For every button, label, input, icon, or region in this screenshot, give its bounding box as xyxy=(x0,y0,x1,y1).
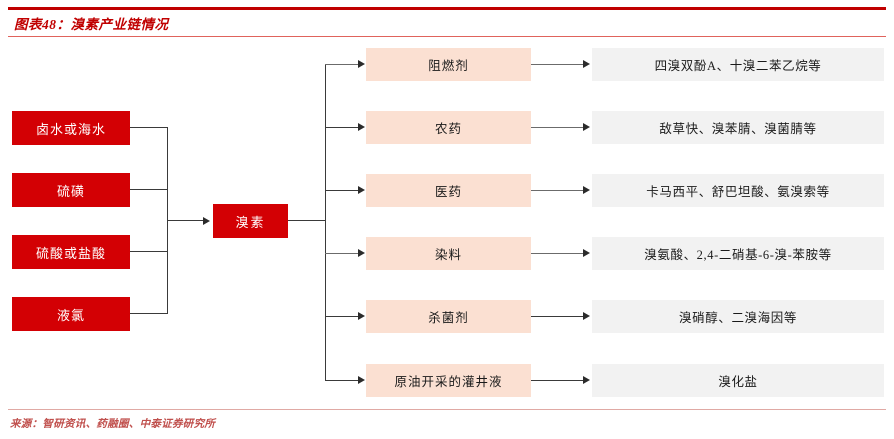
header-rule-bottom xyxy=(8,36,886,37)
arrow-app-5-icon xyxy=(358,312,365,320)
connector-product-5 xyxy=(531,316,585,318)
hub-box: 溴素 xyxy=(213,204,288,238)
product-label-4: 溴氨酸、2,4-二硝基-6-溴-苯胺等 xyxy=(644,248,832,262)
product-box-2: 敌草快、溴苯腈、溴菌腈等 xyxy=(592,111,884,144)
input-box-3: 硫酸或盐酸 xyxy=(12,235,130,269)
application-label-3: 医药 xyxy=(434,185,462,199)
product-label-2: 敌草快、溴苯腈、溴菌腈等 xyxy=(659,122,817,136)
connector-input-2 xyxy=(130,189,168,191)
input-label-1: 卤水或海水 xyxy=(35,121,106,137)
input-label-2: 硫磺 xyxy=(56,183,85,199)
product-box-4: 溴氨酸、2,4-二硝基-6-溴-苯胺等 xyxy=(592,237,884,270)
arrow-product-3-icon xyxy=(583,186,590,194)
arrow-product-6-icon xyxy=(583,376,590,384)
application-label-2: 农药 xyxy=(434,122,462,136)
connector-app-6 xyxy=(325,380,360,382)
connector-product-4 xyxy=(531,253,585,255)
source-note: 来源：智研资讯、药融圈、中泰证券研究所 xyxy=(10,419,216,430)
product-box-5: 溴硝醇、二溴海因等 xyxy=(592,300,884,333)
connector-product-3 xyxy=(531,190,585,192)
application-label-6: 原油开采的灌井液 xyxy=(394,375,503,389)
connector-product-1 xyxy=(531,64,585,66)
connector-hub-to-fan xyxy=(288,220,326,222)
connector-input-4 xyxy=(130,313,168,315)
arrow-product-5-icon xyxy=(583,312,590,320)
arrow-product-2-icon xyxy=(583,123,590,131)
connector-app-4 xyxy=(325,253,360,255)
application-box-5: 杀菌剂 xyxy=(366,300,531,333)
product-box-3: 卡马西平、舒巴坦酸、氨溴索等 xyxy=(592,174,884,207)
connector-input-3 xyxy=(130,251,168,253)
arrow-product-1-icon xyxy=(583,60,590,68)
application-box-6: 原油开采的灌井液 xyxy=(366,364,531,397)
input-box-1: 卤水或海水 xyxy=(12,111,130,145)
connector-app-5 xyxy=(325,316,360,318)
hub-label: 溴素 xyxy=(235,214,266,230)
application-box-4: 染料 xyxy=(366,237,531,270)
arrow-to-hub-icon xyxy=(203,216,210,225)
connector-product-6 xyxy=(531,380,585,382)
product-label-1: 四溴双酚A、十溴二苯乙烷等 xyxy=(654,59,822,73)
header-rule-top xyxy=(8,7,886,10)
connector-app-2 xyxy=(325,127,360,129)
application-box-3: 医药 xyxy=(366,174,531,207)
arrow-app-4-icon xyxy=(358,249,365,257)
arrow-app-3-icon xyxy=(358,186,365,194)
input-box-2: 硫磺 xyxy=(12,173,130,207)
connector-product-2 xyxy=(531,127,585,129)
application-box-2: 农药 xyxy=(366,111,531,144)
arrow-product-4-icon xyxy=(583,249,590,257)
connector-fan-trunk xyxy=(325,64,327,380)
connector-app-1 xyxy=(325,64,360,66)
input-label-4: 液氯 xyxy=(56,307,85,323)
connector-app-3 xyxy=(325,190,360,192)
application-label-4: 染料 xyxy=(434,248,462,262)
arrow-app-2-icon xyxy=(358,123,365,131)
arrow-app-6-icon xyxy=(358,376,365,384)
input-label-3: 硫酸或盐酸 xyxy=(35,245,106,261)
connector-trunk-to-hub xyxy=(167,220,205,222)
product-label-5: 溴硝醇、二溴海因等 xyxy=(679,311,797,325)
product-label-6: 溴化盐 xyxy=(718,375,758,389)
application-label-1: 阻燃剂 xyxy=(428,59,469,73)
product-box-6: 溴化盐 xyxy=(592,364,884,397)
application-label-5: 杀菌剂 xyxy=(428,311,469,325)
product-label-3: 卡马西平、舒巴坦酸、氨溴索等 xyxy=(646,185,830,199)
footer-rule xyxy=(8,409,886,410)
arrow-app-1-icon xyxy=(358,60,365,68)
product-box-1: 四溴双酚A、十溴二苯乙烷等 xyxy=(592,48,884,81)
application-box-1: 阻燃剂 xyxy=(366,48,531,81)
input-box-4: 液氯 xyxy=(12,297,130,331)
figure-title: 图表48：溴素产业链情况 xyxy=(14,17,169,32)
connector-input-1 xyxy=(130,127,168,129)
